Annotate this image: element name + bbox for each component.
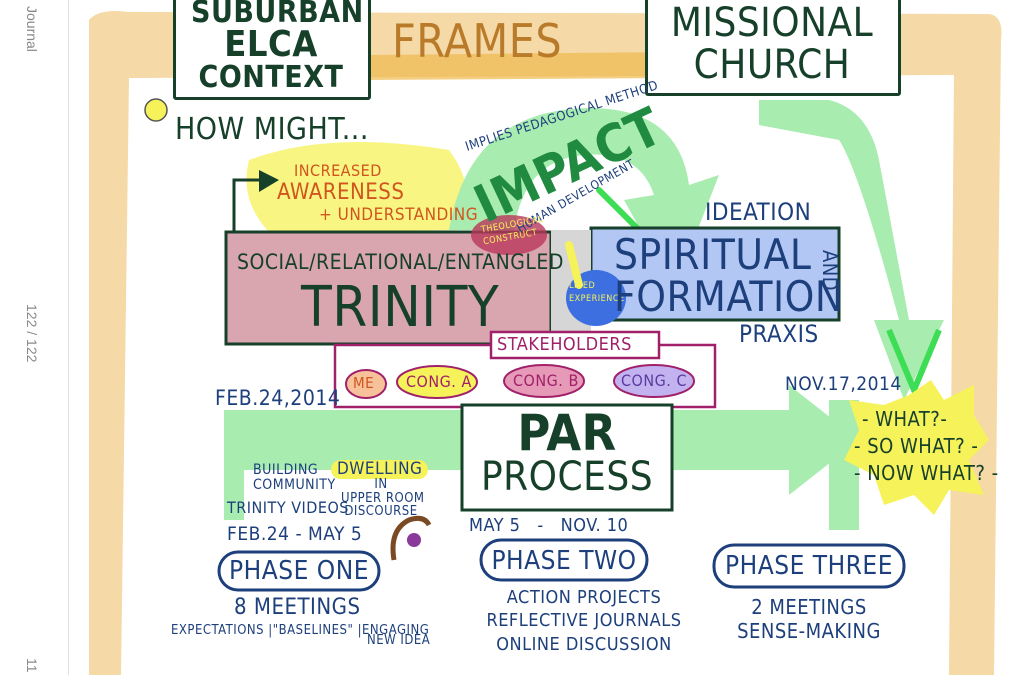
- church-text: CHURCH: [693, 42, 851, 88]
- sense-making: SENSE-MAKING: [737, 619, 881, 643]
- par-box: [460, 403, 674, 512]
- journal-label: Journal: [24, 6, 40, 52]
- how-might-text: HOW MIGHT...: [175, 112, 369, 147]
- reflective-journals: REFLECTIVE JOURNALS: [486, 610, 682, 632]
- process-line: PROCESS: [480, 453, 654, 500]
- trinity-subtitle: SOCIAL/RELATIONAL/ENTANGLED: [237, 250, 564, 274]
- missional-text: MISSIONAL: [670, 0, 874, 46]
- cong-b-label: CONG. B: [513, 371, 579, 390]
- trinity-videos-text: TRINITY VIDEOS: [227, 498, 349, 517]
- online-discussion: ONLINE DISCUSSION: [496, 633, 672, 655]
- formation-line: FORMATION: [614, 272, 844, 321]
- suburban-text: SUBURBAN: [191, 0, 364, 30]
- so-what-question: - SO WHAT? -: [854, 434, 979, 458]
- lived-experience-text: LIVED EXPERIENCE: [569, 280, 625, 305]
- lightbulb-icon: [144, 98, 168, 122]
- phase-three-items: 2 MEETINGS SENSE-MAKING: [719, 595, 899, 643]
- stakeholders-label: STAKEHOLDERS: [497, 334, 632, 355]
- spiritual-formation-box: [589, 226, 841, 322]
- phase-one-dates: FEB.24 - MAY 5: [227, 523, 363, 545]
- cong-a-label: CONG. A: [406, 372, 472, 391]
- lived-line: LIVED: [569, 281, 596, 291]
- discourse-line: DISCOURSE: [344, 504, 418, 520]
- context-text: CONTEXT: [198, 59, 344, 95]
- what-question: - WHAT?-: [862, 407, 948, 431]
- me-label: ME: [353, 374, 375, 392]
- action-projects: ACTION PROJECTS: [506, 587, 662, 608]
- frames-highlight: [369, 52, 681, 80]
- phase-two-dates: MAY 5 - NOV. 10: [469, 515, 629, 536]
- questions-text: - WHAT?- - SO WHAT? - - NOW WHAT? -: [854, 406, 999, 487]
- awareness-text: AWARENESS: [277, 180, 405, 205]
- sketch-shapes: [89, 11, 1002, 675]
- in-line: IN: [374, 477, 388, 492]
- two-meetings: 2 MEETINGS: [751, 595, 867, 619]
- phase-one-meetings: 8 MEETINGS: [234, 595, 361, 620]
- phase-two-label: PHASE TWO: [491, 546, 637, 576]
- vine-icon: [390, 515, 432, 561]
- spiritual-formation-text: SPIRITUAL FORMATION: [614, 234, 844, 318]
- dwelling-text: DWELLING: [331, 460, 429, 479]
- phase-one-notes: EXPECTATIONS |"BASELINES" |ENGAGING: [171, 623, 430, 638]
- upper-room-text: IN UPPER ROOM DISCOURSE: [341, 477, 425, 520]
- end-date: NOV.17,2014: [785, 373, 902, 395]
- ideation-text: IDEATION: [705, 198, 812, 226]
- questions-burst: [844, 380, 989, 515]
- phase-one-label: PHASE ONE: [229, 556, 369, 586]
- phase-one-notes-2: NEW IDEA: [367, 633, 431, 648]
- frame-right-box: [645, 0, 901, 96]
- awareness-highlight: [246, 142, 467, 232]
- frame-left-box: [173, 0, 371, 100]
- page-counter: 122 / 122: [24, 304, 40, 363]
- experience-line: EXPERIENCE: [569, 293, 625, 304]
- increased-text: INCREASED: [294, 161, 382, 180]
- now-what-question: - NOW WHAT? -: [854, 461, 999, 485]
- elca-text: ELCA: [224, 24, 318, 66]
- down-arrow: [759, 100, 944, 400]
- praxis-text: PRAXIS: [739, 320, 819, 348]
- par-line: PAR: [517, 404, 617, 462]
- building-line: BUILDING: [253, 462, 319, 478]
- frame-left-text: SUBURBAN ELCA CONTEXT: [191, 0, 364, 95]
- upper-room-line: UPPER ROOM: [341, 490, 425, 506]
- sketchnote-image: SUBURBAN ELCA CONTEXT FRAMES MISSIONAL C…: [69, 0, 1024, 675]
- phase-three-label: PHASE THREE: [725, 551, 893, 581]
- cong-c-label: CONG. C: [621, 371, 687, 390]
- bottom-label: 11: [24, 658, 40, 673]
- trinity-title: TRINITY: [301, 275, 500, 340]
- community-line: COMMUNITY: [253, 476, 336, 493]
- frame-right-text: MISSIONAL CHURCH: [657, 2, 887, 86]
- frames-title: FRAMES: [392, 14, 563, 68]
- par-process-text: PAR PROCESS: [462, 404, 672, 500]
- document-sidebar: Journal 122 / 122 11: [0, 0, 69, 675]
- spiritual-line: SPIRITUAL: [614, 230, 812, 279]
- start-date: FEB.24,2014: [215, 386, 341, 410]
- phase-two-items: ACTION PROJECTS REFLECTIVE JOURNALS ONLI…: [479, 586, 689, 656]
- understanding-text: + UNDERSTANDING: [319, 205, 479, 225]
- building-community-text: BUILDING COMMUNITY: [253, 463, 336, 492]
